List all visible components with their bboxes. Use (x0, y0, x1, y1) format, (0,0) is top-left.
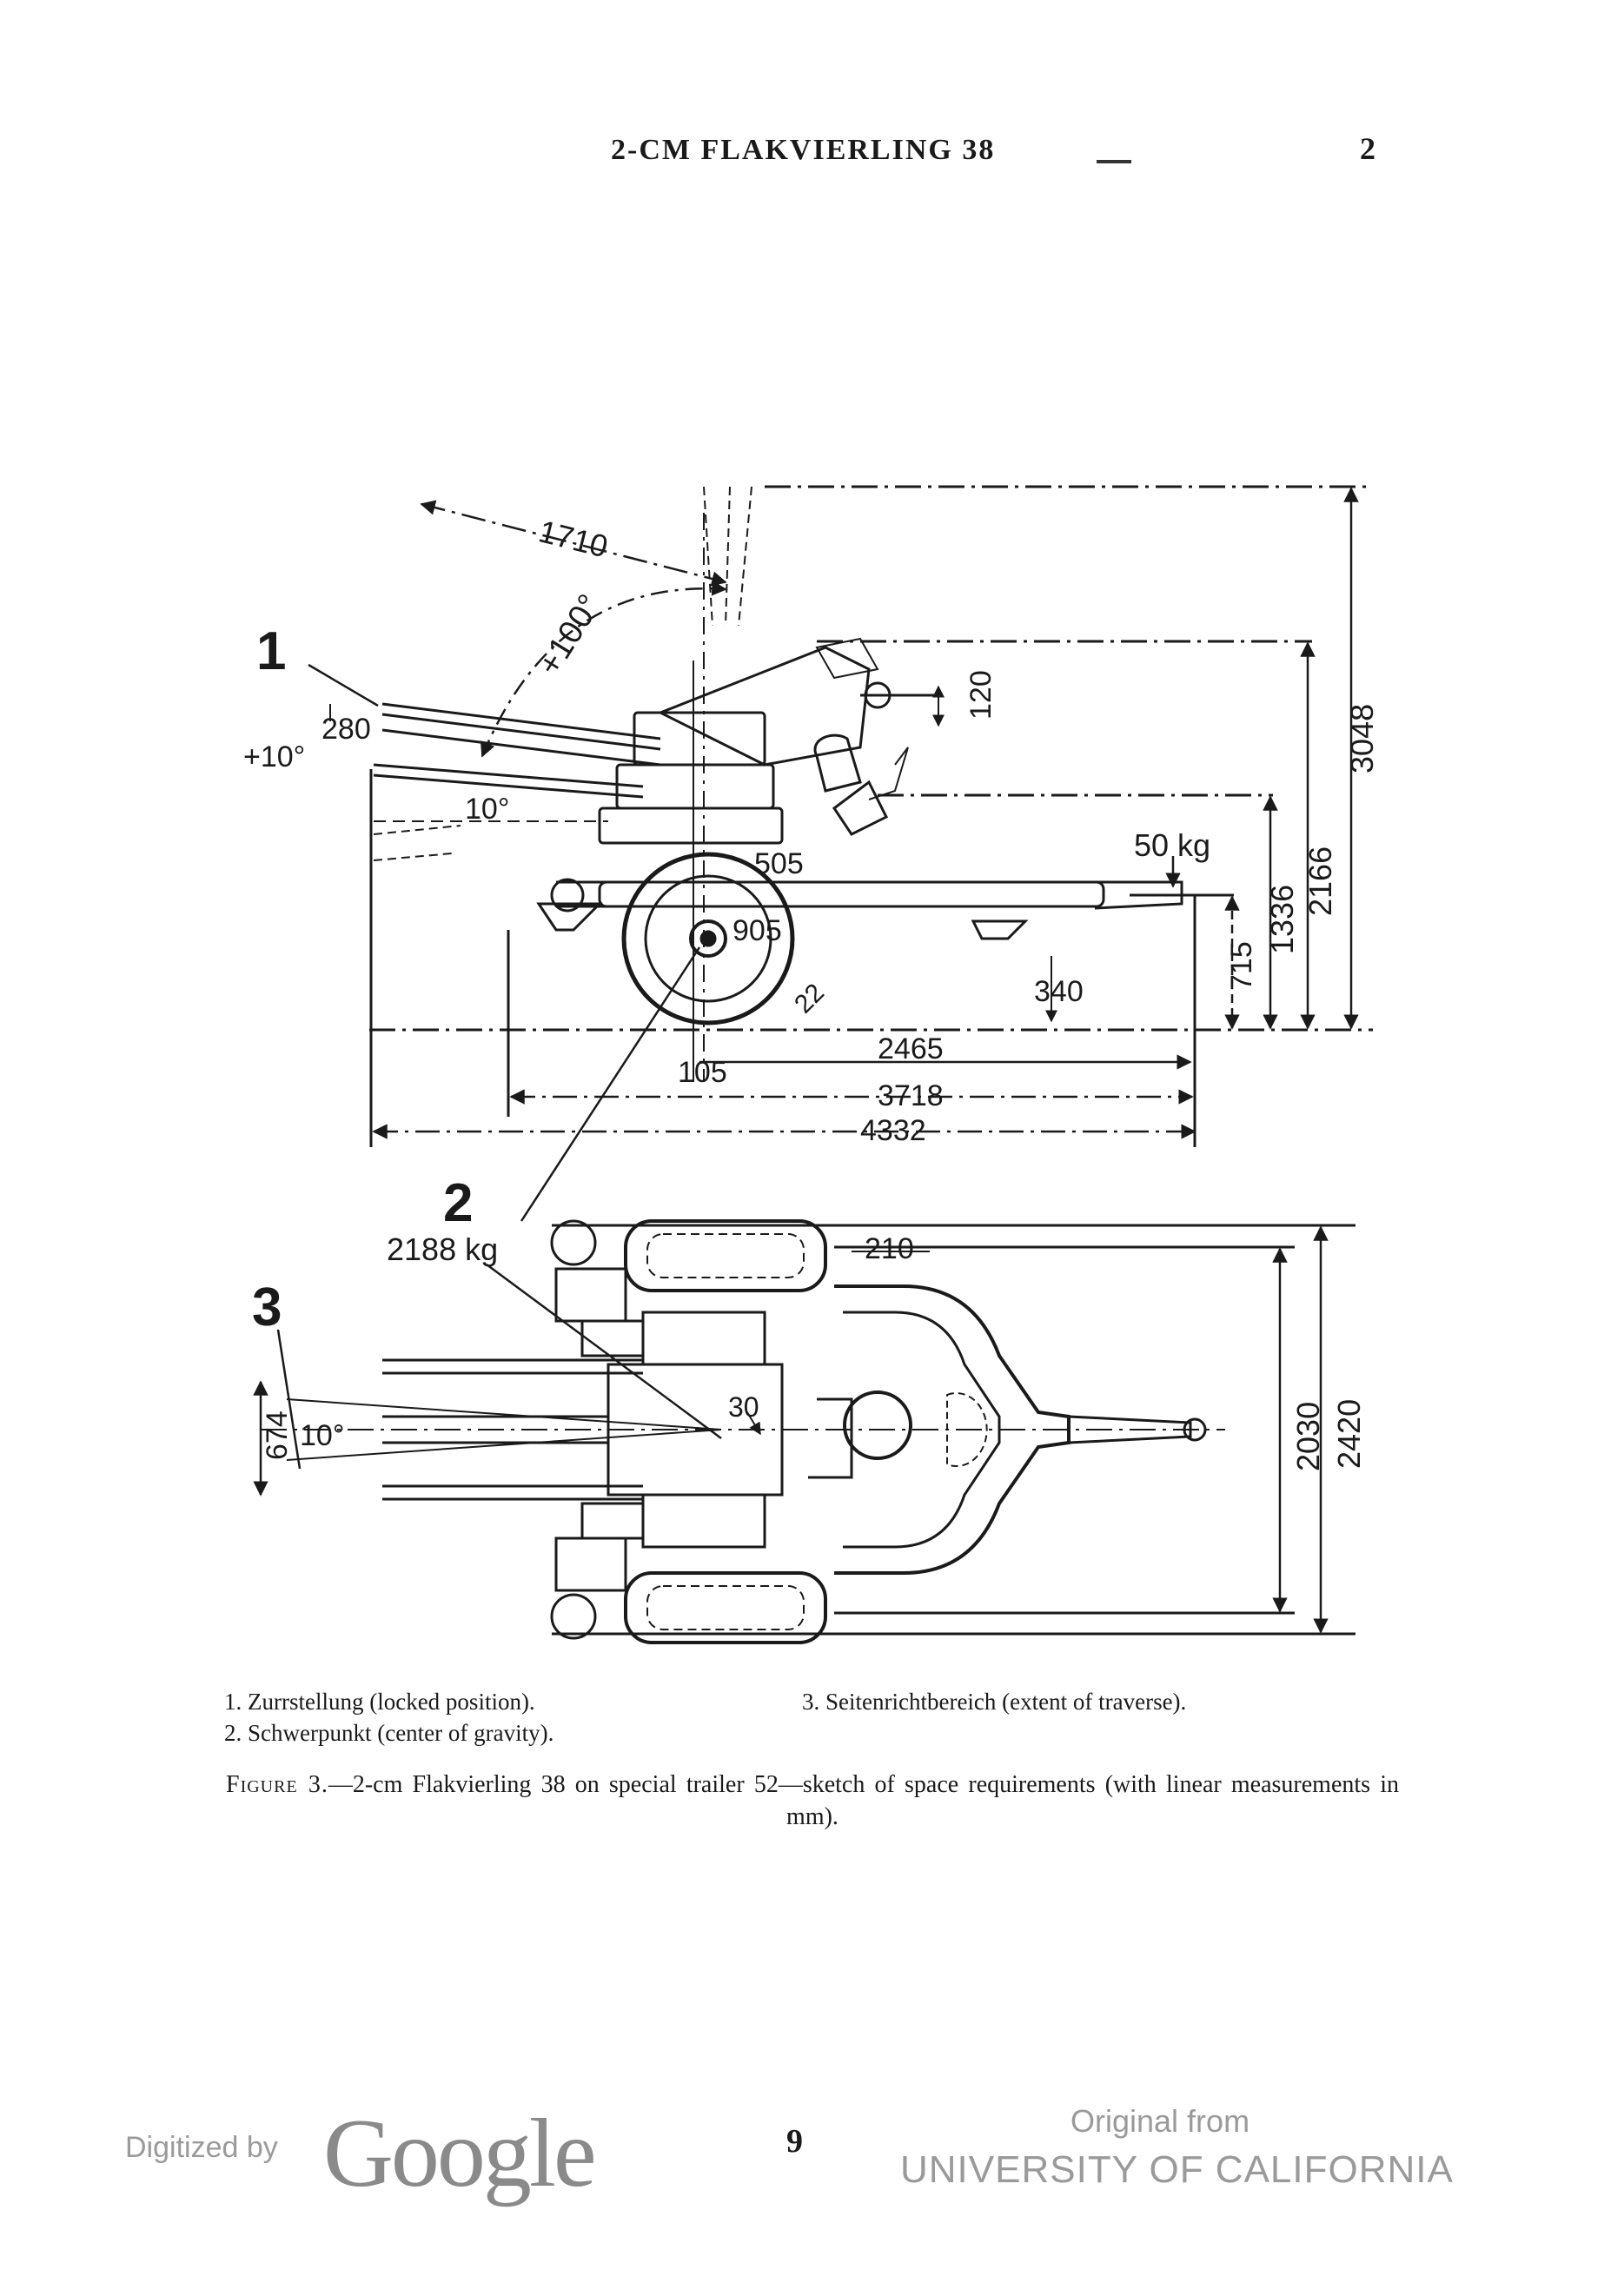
digitized-by-text: Digitized by (125, 2131, 278, 2164)
mount-body-bottom (641, 1493, 766, 1549)
label-angle-100: +100° (531, 588, 608, 682)
university-name: UNIVERSITY OF CALIFORNIA (900, 2148, 1454, 2191)
tow-eye (1183, 1417, 1207, 1442)
figure-labels: 1 1710 +100° 280 +10° 10° 120 3048 2166 … (243, 513, 1380, 1471)
label-2465: 2465 (878, 1032, 944, 1065)
gun-barrels (373, 702, 661, 799)
callout-3-leader (276, 1329, 302, 1470)
label-2030: 2030 (1290, 1402, 1326, 1471)
dim-line-30 (746, 1411, 761, 1436)
figure-legend: 1. Zurrstellung (locked position). 2. Sc… (224, 1686, 1406, 1756)
side-view-elevation (308, 485, 1373, 1222)
label-50kg: 50 kg (1134, 827, 1210, 863)
legend-item-1: 1. Zurrstellung (locked position). (224, 1689, 535, 1715)
cog-leader-top (486, 1263, 722, 1440)
callout-2: 2 (443, 1173, 473, 1233)
gun-mount-body (598, 637, 938, 845)
label-2420: 2420 (1331, 1399, 1367, 1469)
trailer-frame (834, 1284, 1071, 1575)
dim-line-1710 (420, 500, 727, 587)
label-905: 905 (732, 914, 782, 947)
label-3718: 3718 (878, 1079, 944, 1112)
header-page-number: 2 (1360, 131, 1375, 166)
label-2188kg: 2188 kg (387, 1231, 498, 1267)
label-1710: 1710 (535, 513, 612, 564)
trailer-chassis (536, 878, 1183, 940)
side-callout-1-leader (308, 663, 379, 707)
figure-caption: Figure 3.—2-cm Flakvierling 38 on specia… (226, 1769, 1399, 1833)
elevation-arc (480, 581, 727, 758)
barrel-dashed-1 (373, 825, 461, 835)
page-footer: Digitized by Google 9 Original from UNIV… (0, 2100, 1624, 2260)
tire-top (624, 1219, 827, 1292)
label-10-side: 10° (465, 793, 509, 826)
label-105: 105 (678, 1056, 727, 1089)
label-210: 210 (865, 1232, 914, 1265)
label-120: 120 (964, 670, 998, 720)
mount-body-top (641, 1311, 766, 1366)
figure-caption-text: —2-cm Flakvierling 38 on special trailer… (328, 1771, 1399, 1830)
traverse-line-upper (286, 1398, 722, 1430)
running-title: 2-CM FLAKVIERLING 38 (611, 134, 996, 166)
page-header: 2-CM FLAKVIERLING 38 2 (0, 130, 1624, 183)
callout-1: 1 (256, 621, 286, 681)
label-4332: 4332 (860, 1114, 926, 1147)
legend-item-2: 2. Schwerpunkt (center of gravity). (224, 1720, 554, 1746)
traverse-line-lower (286, 1429, 722, 1461)
label-plus10: +10° (243, 740, 305, 773)
header-mark (1097, 160, 1131, 163)
cog-leader-line (520, 946, 701, 1222)
raised-barrel-outline (703, 486, 752, 627)
label-22: 22 (789, 979, 830, 1019)
label-280: 280 (321, 713, 371, 746)
label-340: 340 (1034, 975, 1084, 1008)
label-505: 505 (754, 847, 804, 880)
gunner-seat (843, 1391, 912, 1460)
tire-bottom (624, 1571, 827, 1644)
label-2166: 2166 (1303, 846, 1338, 916)
callout-3: 3 (252, 1278, 282, 1337)
legend-item-3: 3. Seitenrichtbereich (extent of travers… (802, 1689, 1187, 1715)
tow-bar (1068, 1415, 1192, 1444)
google-logo: Google (323, 2100, 597, 2207)
top-view-plan (253, 1219, 1356, 1644)
label-10-top: 10° (300, 1419, 344, 1452)
label-715: 715 (1225, 941, 1258, 991)
figure-caption-label: Figure 3. (226, 1771, 328, 1798)
label-3048: 3048 (1344, 704, 1380, 773)
footer-page-number: 9 (786, 2123, 803, 2160)
label-674: 674 (261, 1410, 294, 1460)
label-30: 30 (728, 1391, 759, 1423)
label-1336: 1336 (1264, 885, 1300, 954)
original-from-text: Original from (1071, 2103, 1250, 2139)
barrel-dashed-2 (373, 853, 453, 861)
trailer-wheel (621, 852, 795, 1025)
